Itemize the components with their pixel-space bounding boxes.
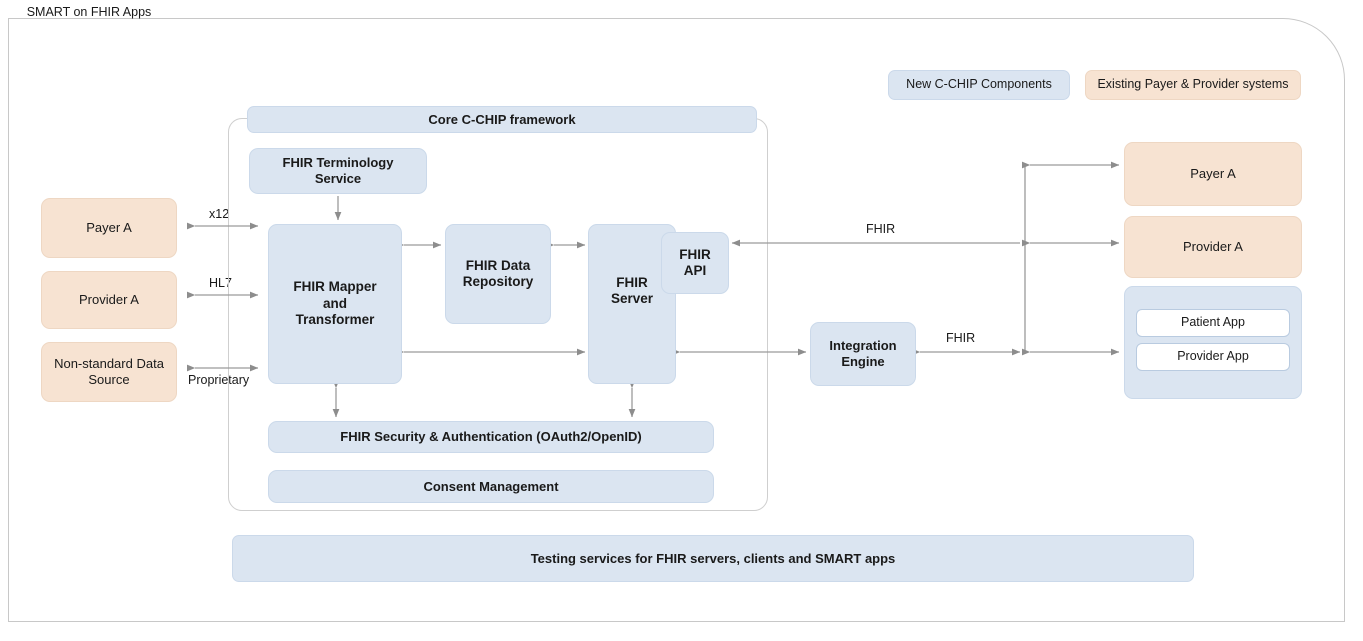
consumer-provider-a: Provider A (1124, 216, 1302, 278)
core-framework-title: Core C-CHIP framework (247, 106, 757, 133)
protocol-label-x12: x12 (209, 207, 230, 221)
testing-services-bar: Testing services for FHIR servers, clien… (232, 535, 1194, 582)
fhir-label-top: FHIR (866, 222, 896, 236)
protocol-label-proprietary: Proprietary (188, 373, 250, 387)
fhir-label-integration: FHIR (946, 331, 976, 345)
external-source-provider-a: Provider A (41, 271, 177, 329)
smart-on-fhir-apps-title: SMART on FHIR Apps (26, 5, 152, 19)
consumer-payer-a: Payer A (1124, 142, 1302, 206)
fhir-security-authentication-box: FHIR Security & Authentication (OAuth2/O… (268, 421, 714, 453)
legend-existing-systems: Existing Payer & Provider systems (1085, 70, 1301, 100)
fhir-data-repository-box: FHIR Data Repository (445, 224, 551, 324)
provider-app-box: Provider App (1136, 343, 1290, 371)
fhir-api-box: FHIR API (661, 232, 729, 294)
fhir-mapper-transformer-box: FHIR Mapper and Transformer (268, 224, 402, 384)
legend-new-components: New C-CHIP Components (888, 70, 1070, 100)
fhir-terminology-service-box: FHIR Terminology Service (249, 148, 427, 194)
external-source-non-standard: Non-standard Data Source (41, 342, 177, 402)
patient-app-box: Patient App (1136, 309, 1290, 337)
external-source-payer-a: Payer A (41, 198, 177, 258)
integration-engine-box: Integration Engine (810, 322, 916, 386)
protocol-label-hl7: HL7 (209, 276, 232, 290)
smart-on-fhir-apps-container (1124, 286, 1302, 399)
consent-management-box: Consent Management (268, 470, 714, 503)
